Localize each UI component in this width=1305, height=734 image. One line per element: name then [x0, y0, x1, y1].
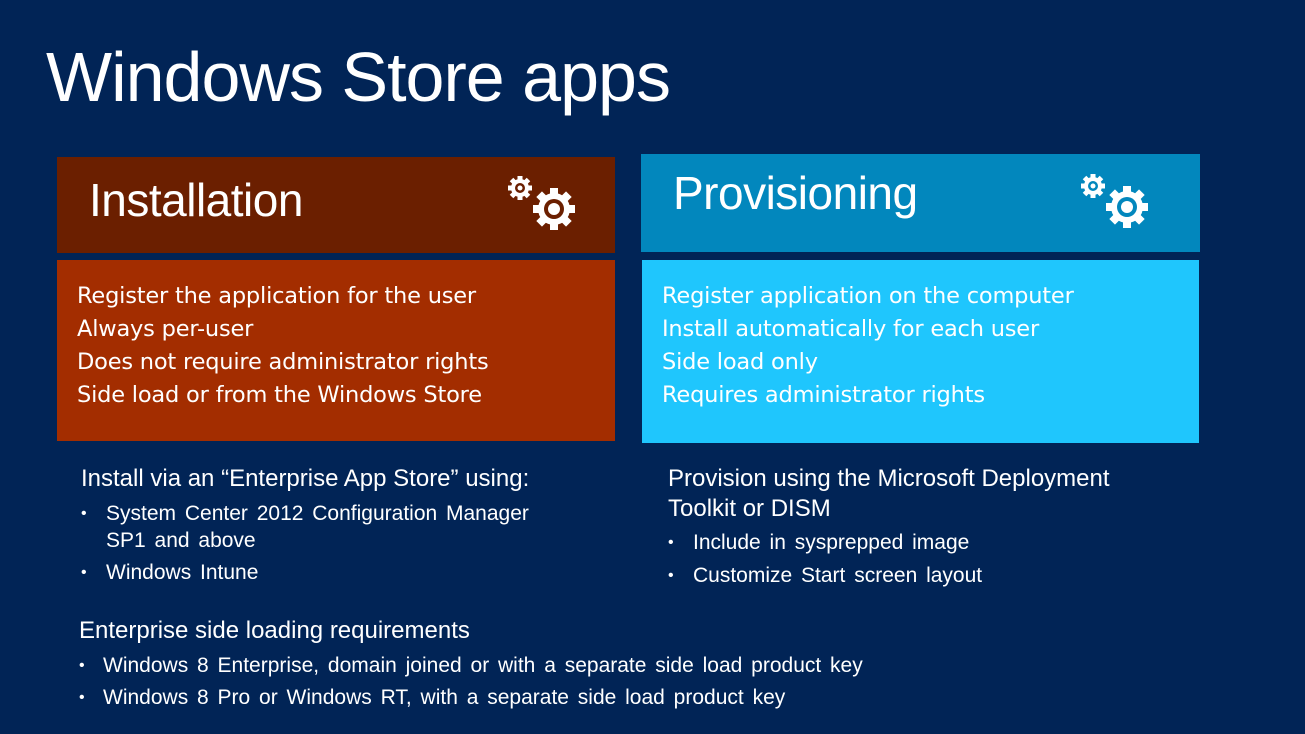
- enterprise-heading: Enterprise side loading requirements: [79, 617, 470, 644]
- installation-body: Register the application for the user Al…: [57, 260, 615, 441]
- enterprise-bullet-text: Windows 8 Enterprise, domain joined or w…: [103, 654, 863, 677]
- installation-subheading: Install via an “Enterprise App Store” us…: [81, 465, 530, 492]
- bullet-icon: •: [79, 657, 85, 674]
- provisioning-line: Requires administrator rights: [662, 382, 985, 408]
- gears-icon: [508, 176, 575, 230]
- installation-header: Installation: [57, 157, 615, 253]
- installation-bullet-text: System Center 2012 Configuration Manager: [106, 502, 529, 525]
- installation-line: Side load or from the Windows Store: [77, 382, 482, 408]
- installation-bullet-text: Windows Intune: [106, 561, 259, 584]
- provisioning-subheading-line1: Provision using the Microsoft Deployment: [668, 465, 1110, 492]
- provisioning-line: Side load only: [662, 349, 818, 375]
- slide-title: Windows Store apps: [46, 38, 671, 116]
- bullet-icon: •: [81, 505, 87, 522]
- enterprise-bullet-text: Windows 8 Pro or Windows RT, with a sepa…: [103, 686, 786, 709]
- provisioning-line: Register application on the computer: [662, 283, 1074, 309]
- bullet-icon: •: [81, 564, 87, 581]
- provisioning-bullet-text: Customize Start screen layout: [693, 564, 983, 587]
- provisioning-header-label: Provisioning: [673, 167, 918, 219]
- bullet-icon: •: [79, 689, 85, 706]
- provisioning-bullet-text: Include in sysprepped image: [693, 531, 970, 554]
- installation-line: Does not require administrator rights: [77, 349, 489, 375]
- gears-icon: [1081, 174, 1148, 228]
- provisioning-line: Install automatically for each user: [662, 316, 1040, 342]
- installation-header-label: Installation: [89, 174, 303, 226]
- bullet-icon: •: [668, 534, 674, 551]
- installation-bullet-text: SP1 and above: [106, 529, 256, 552]
- bullet-icon: •: [668, 567, 674, 584]
- provisioning-subheading-line2: Toolkit or DISM: [668, 495, 831, 522]
- provisioning-header: Provisioning: [641, 154, 1200, 252]
- installation-line: Register the application for the user: [77, 283, 476, 309]
- installation-line: Always per-user: [77, 316, 254, 342]
- provisioning-body: Register application on the computer Ins…: [642, 260, 1199, 443]
